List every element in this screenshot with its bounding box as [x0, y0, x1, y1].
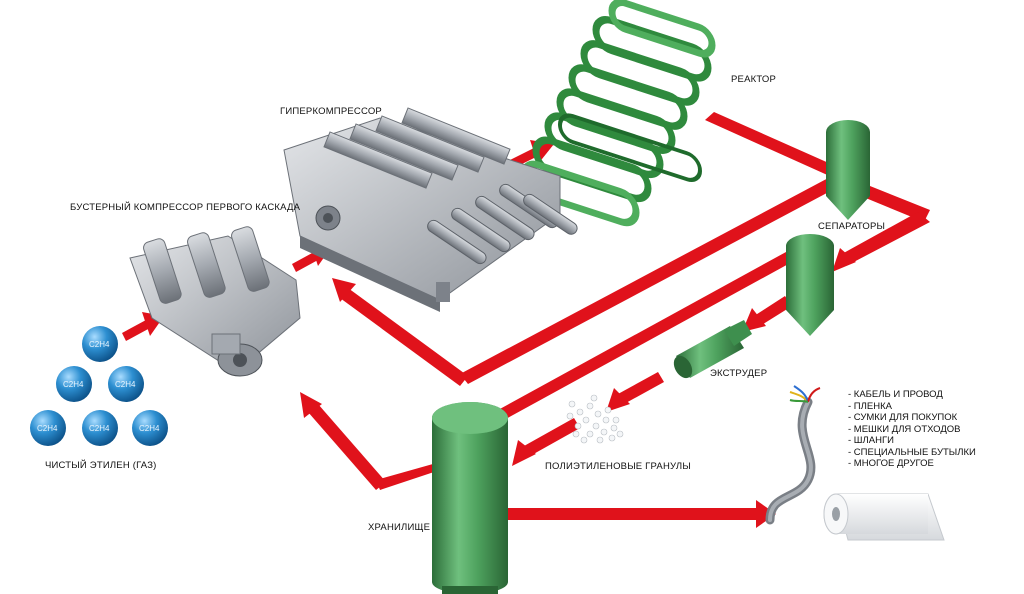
flow-recycle-arrowhead	[332, 278, 356, 302]
flow-separator1-loop	[856, 182, 930, 222]
ethylene-molecule: C2H4	[82, 410, 118, 446]
hypercompressor-machine	[283, 107, 578, 312]
list-item: - СПЕЦИАЛЬНЫЕ БУТЫЛКИ	[848, 446, 976, 458]
multicolor-cable-icon	[765, 385, 821, 525]
flow-products-arrowhead	[756, 500, 776, 528]
flow-pipes	[122, 112, 930, 528]
separators-label: СЕПАРАТОРЫ	[818, 221, 886, 232]
polyethylene-granules	[566, 394, 624, 444]
separator-upper	[826, 120, 870, 220]
granules-label: ПОЛИЭТИЛЕНОВЫЕ ГРАНУЛЫ	[545, 461, 691, 472]
flow-storage-arrowhead	[512, 440, 536, 466]
extruder-label: ЭКСТРУДЕР	[710, 368, 768, 379]
reactor-coils	[520, 0, 716, 227]
list-item: - ШЛАНГИ	[848, 435, 894, 446]
list-item: - МНОГОЕ ДРУГОЕ	[848, 458, 934, 469]
flow-granules-to-storage	[524, 418, 580, 456]
reactor-coil-9	[558, 113, 702, 182]
flow-recycle-line	[460, 176, 840, 384]
svg-text:C2H4: C2H4	[139, 424, 160, 433]
flow-separator1-arrowhead	[832, 248, 856, 272]
reactor-coil-8	[608, 0, 716, 58]
flow-recycle-left	[340, 288, 468, 386]
svg-text:C2H4: C2H4	[37, 424, 58, 433]
separator-lower	[786, 234, 834, 336]
list-item: - МЕШКИ ДЛЯ ОТХОДОВ	[848, 423, 961, 435]
list-item: - СУМКИ ДЛЯ ПОКУПОК	[848, 412, 958, 423]
list-item: - ПЛЕНКА	[848, 400, 892, 412]
flow-storage-left	[376, 462, 440, 490]
svg-text:C2H4: C2H4	[89, 340, 110, 349]
extruder	[673, 320, 752, 379]
flow-separator2-to-extruder	[754, 296, 792, 326]
flow-extruder-to-granules	[618, 372, 664, 404]
booster-compressor-machine	[129, 226, 301, 377]
reactor-label: РЕАКТОР	[731, 74, 777, 85]
flow-ethylene-to-booster	[122, 320, 150, 341]
ethylene-molecule: C2H4	[82, 326, 118, 362]
storage-label: ХРАНИЛИЩЕ	[368, 522, 431, 533]
flow-booster-to-hyper	[292, 252, 318, 272]
flow-storage-left-up	[308, 404, 386, 490]
flow-storage-to-products	[492, 508, 760, 520]
product-uses-list: - КАБЕЛЬ И ПРОВОД - ПЛЕНКА - СУМКИ ДЛЯ П…	[848, 389, 976, 470]
svg-text:C2H4: C2H4	[89, 424, 110, 433]
svg-text:C2H4: C2H4	[63, 380, 84, 389]
ethylene-molecule: C2H4	[132, 410, 168, 446]
ethylene-molecule: C2H4	[108, 366, 144, 402]
flow-booster-return-arrowhead	[300, 392, 322, 418]
booster-compressor-label: БУСТЕРНЫЙ КОМПРЕССОР ПЕРВОГО КАСКАДА	[70, 202, 301, 213]
list-item: - КАБЕЛЬ И ПРОВОД	[848, 389, 943, 400]
storage-tank	[432, 402, 508, 594]
flow-granules-arrowhead	[606, 388, 630, 412]
ethylene-molecule: C2H4	[56, 366, 92, 402]
film-roll-icon	[823, 493, 945, 541]
ethylene-molecule: C2H4	[30, 410, 66, 446]
ethylene-label: ЧИСТЫЙ ЭТИЛЕН (ГАЗ)	[45, 460, 157, 471]
flow-storage-to-separator2	[498, 252, 792, 420]
ethylene-molecules: C2H4 C2H4 C2H4 C2H4 C2H4 C2H4	[30, 326, 168, 446]
flow-separator1-down	[840, 212, 930, 265]
svg-text:C2H4: C2H4	[115, 380, 136, 389]
hypercompressor-label: ГИПЕРКОМПРЕССОР	[280, 106, 382, 117]
flow-extruder-arrowhead	[742, 308, 766, 332]
flow-reactor-to-separator	[705, 112, 840, 178]
